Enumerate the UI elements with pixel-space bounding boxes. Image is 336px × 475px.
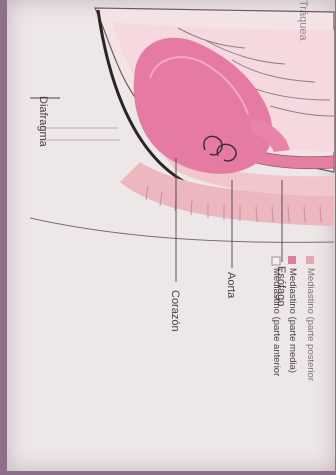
legend: Mediastino (parte anterior Mediastino (p… (271, 256, 316, 381)
legend-swatch-2 (306, 256, 314, 264)
legend-swatch-0 (272, 257, 280, 265)
label-corazon: Corazón (169, 290, 181, 332)
label-diafragma: Diafragma (37, 96, 49, 148)
legend-text-1: Mediastino (parte media) (287, 268, 298, 373)
label-aorta: Aorta (225, 272, 237, 299)
legend-swatch-1 (288, 256, 296, 264)
legend-text-2: Mediastino (parte posterior (305, 268, 316, 381)
diaphragm-ghost-lines (40, 128, 120, 140)
label-top-cut: Tráquea (297, 0, 309, 41)
legend-text-0: Mediastino (parte anterior (271, 268, 282, 376)
